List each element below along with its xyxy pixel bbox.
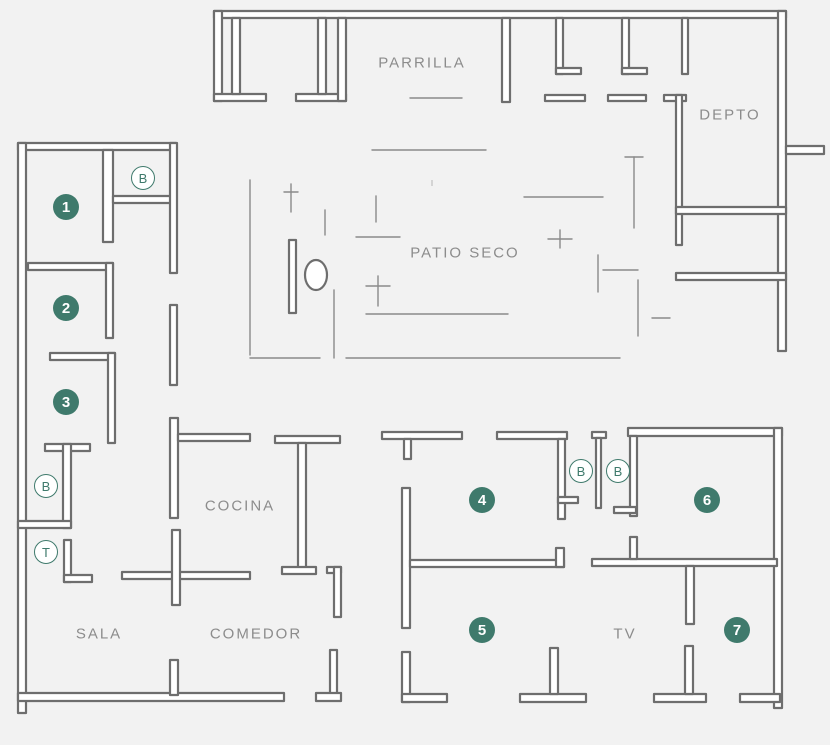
bathroom-badge-center-left: B [569,459,593,483]
bedroom-badge-7: 7 [724,617,750,643]
bathroom-badge-top: B [131,166,155,190]
patio-sketch [249,97,671,359]
room-label-depto: DEPTO [699,106,761,124]
walls-kitchen-dining [16,416,343,703]
terrace-badge: T [34,540,58,564]
bedroom-badge-5: 5 [469,617,495,643]
bedroom-badge-2: 2 [53,295,79,321]
bathroom-badge-left: B [34,474,58,498]
room-label-tv: TV [613,625,637,643]
walls-left-wing [16,141,179,715]
room-label-parrilla: PARRILLA [378,54,466,72]
bedroom-badge-3: 3 [53,389,79,415]
room-label-comedor: COMEDOR [209,625,303,643]
room-label-patio-seco: PATIO SECO [410,244,520,262]
room-label-sala: SALA [75,625,123,643]
bedroom-badge-4: 4 [469,487,495,513]
room-label-cocina: COCINA [204,497,276,515]
walls-right-wing [380,426,784,710]
walls-parrilla-block [212,9,826,353]
bedroom-badge-1: 1 [53,194,79,220]
bedroom-badge-6: 6 [694,487,720,513]
bathroom-badge-center-right: B [606,459,630,483]
